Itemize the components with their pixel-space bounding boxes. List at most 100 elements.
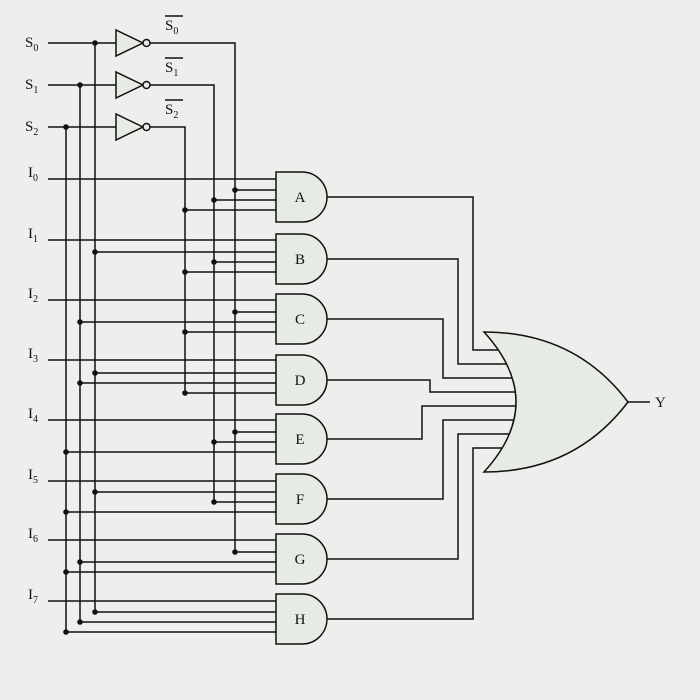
and-gate bbox=[275, 413, 328, 465]
and-gate bbox=[275, 354, 328, 406]
and-gate bbox=[275, 233, 328, 285]
label-main: S bbox=[25, 35, 33, 51]
label-subscript: 2 bbox=[33, 127, 38, 138]
label-subscript: 1 bbox=[33, 234, 38, 245]
junction-dots bbox=[63, 40, 238, 635]
inverter-bubble bbox=[142, 38, 151, 48]
label-subscript: 0 bbox=[173, 26, 178, 37]
label-main: I bbox=[28, 406, 33, 422]
junction-dot bbox=[211, 197, 217, 203]
junction-dot bbox=[77, 319, 83, 325]
label-main: I bbox=[28, 526, 33, 542]
junction-dot bbox=[92, 609, 98, 615]
data-input-label: I5 bbox=[28, 467, 38, 486]
junction-dot bbox=[232, 309, 238, 315]
junction-dot bbox=[182, 329, 188, 335]
label-subscript: 0 bbox=[33, 173, 38, 184]
label-subscript: 1 bbox=[173, 68, 178, 79]
and-gate bbox=[275, 533, 328, 585]
and-gate-label: B bbox=[295, 252, 305, 268]
data-input-label: I2 bbox=[28, 286, 38, 305]
junction-dot bbox=[63, 569, 69, 575]
junction-dot bbox=[211, 439, 217, 445]
label-subscript: 0 bbox=[33, 43, 38, 54]
data-input-label: I6 bbox=[28, 526, 38, 545]
or-input-line bbox=[327, 318, 515, 379]
label-subscript: 7 bbox=[33, 595, 38, 606]
data-input-label: I0 bbox=[28, 165, 38, 184]
label-subscript: 2 bbox=[173, 110, 178, 121]
label-main: S bbox=[165, 60, 173, 76]
label-main: I bbox=[28, 286, 33, 302]
junction-dot bbox=[63, 629, 69, 635]
and-gate-label: E bbox=[295, 432, 304, 448]
or-input-line bbox=[327, 379, 518, 393]
junction-dot bbox=[92, 370, 98, 376]
or-input-line bbox=[327, 433, 512, 560]
junction-dot bbox=[63, 124, 69, 130]
and-gate-label: F bbox=[296, 492, 304, 508]
junction-dot bbox=[232, 429, 238, 435]
junction-dot bbox=[77, 380, 83, 386]
junction-dot bbox=[182, 207, 188, 213]
label-main: S bbox=[25, 77, 33, 93]
inverter-output-label: S0 bbox=[165, 18, 178, 37]
junction-dot bbox=[92, 40, 98, 46]
junction-dot bbox=[211, 259, 217, 265]
data-input-label: I7 bbox=[28, 587, 38, 606]
inverter-bubble bbox=[142, 80, 151, 90]
junction-dot bbox=[182, 269, 188, 275]
junction-dot bbox=[92, 249, 98, 255]
label-subscript: 4 bbox=[33, 414, 38, 425]
select-input-label: S2 bbox=[25, 119, 38, 138]
not-gate bbox=[115, 28, 145, 58]
and-gate-label: C bbox=[295, 312, 305, 328]
not-gate bbox=[115, 112, 145, 142]
or-input-line bbox=[327, 196, 501, 351]
junction-dot bbox=[232, 187, 238, 193]
junction-dot bbox=[77, 619, 83, 625]
data-input-label: I3 bbox=[28, 346, 38, 365]
junction-dot bbox=[63, 449, 69, 455]
inverter-bubble bbox=[142, 122, 151, 132]
junction-dot bbox=[77, 82, 83, 88]
label-main: I bbox=[28, 165, 33, 181]
inverter-output-label: S2 bbox=[165, 102, 178, 121]
select-input-label: S1 bbox=[25, 77, 38, 96]
or-gate bbox=[482, 331, 629, 473]
or-input-line bbox=[327, 405, 518, 440]
data-input-label: I4 bbox=[28, 406, 38, 425]
inverter-output-line bbox=[150, 42, 236, 552]
junction-dot bbox=[211, 499, 217, 505]
and-gate-label: A bbox=[295, 190, 306, 206]
not-gate bbox=[115, 70, 145, 100]
label-subscript: 1 bbox=[33, 85, 38, 96]
inverter-output-line bbox=[150, 84, 215, 502]
inverter-output-line bbox=[150, 126, 186, 393]
junction-dot bbox=[63, 509, 69, 515]
label-subscript: 2 bbox=[33, 294, 38, 305]
or-input-line bbox=[327, 258, 509, 365]
wires bbox=[48, 42, 650, 633]
and-gate-label: D bbox=[295, 373, 306, 389]
junction-dot bbox=[232, 549, 238, 555]
label-subscript: 5 bbox=[33, 475, 38, 486]
and-gate bbox=[275, 473, 328, 525]
and-gate bbox=[275, 293, 328, 345]
output-label: Y bbox=[655, 395, 666, 411]
or-input-line bbox=[327, 419, 516, 500]
data-input-label: I1 bbox=[28, 226, 38, 245]
label-subscript: 6 bbox=[33, 534, 38, 545]
select-input-label: S0 bbox=[25, 35, 38, 54]
junction-dot bbox=[182, 390, 188, 396]
and-gate-label: G bbox=[295, 552, 306, 568]
label-main: I bbox=[28, 226, 33, 242]
and-gate-label: H bbox=[295, 612, 306, 628]
junction-dot bbox=[77, 559, 83, 565]
label-main: I bbox=[28, 346, 33, 362]
or-input-line bbox=[327, 447, 505, 620]
inverter-output-label: S1 bbox=[165, 60, 178, 79]
label-subscript: 3 bbox=[33, 354, 38, 365]
junction-dot bbox=[92, 489, 98, 495]
